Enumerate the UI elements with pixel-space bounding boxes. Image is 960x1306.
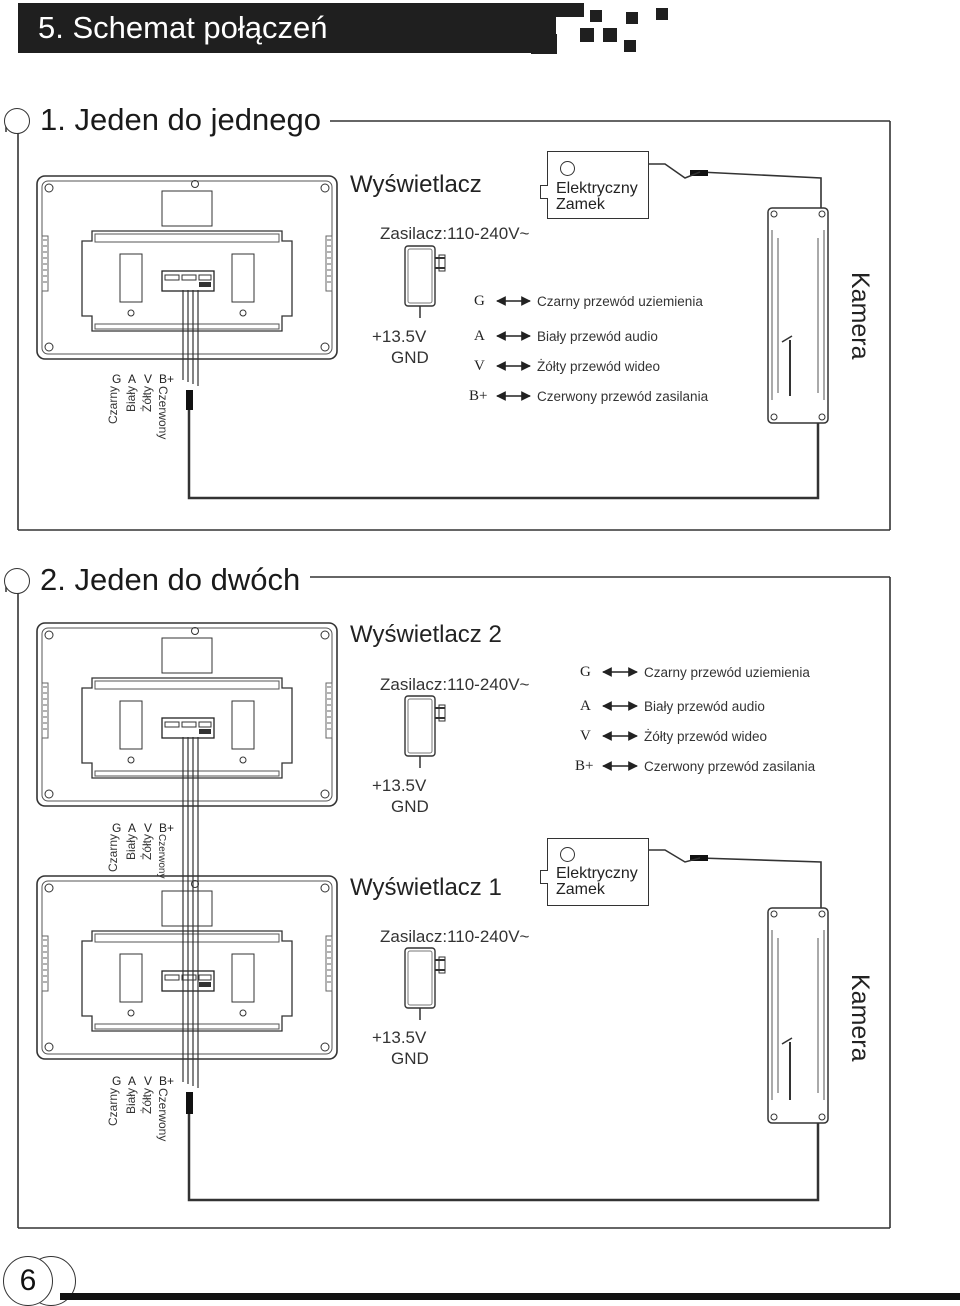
terminal-color-czarny: Czarny	[106, 386, 120, 425]
section-bullet	[4, 108, 30, 134]
terminal-a: A	[128, 821, 137, 835]
lock-label-line1: Elektryczny	[556, 865, 638, 882]
wire-code-a: A	[474, 328, 485, 344]
power-supply-label-2: Zasilacz:110-240V~	[380, 675, 530, 694]
terminal-bplus: B+	[159, 1074, 175, 1088]
section2-title: 2. Jeden do dwóch	[40, 562, 301, 597]
page-header: 5. Schemat połączeń	[18, 3, 556, 53]
gnd-label-1: GND	[391, 1049, 429, 1068]
terminal-g: G	[112, 372, 122, 386]
section1-title: 1. Jeden do jednego	[40, 102, 321, 137]
wire-desc-a: Biały przewód audio	[644, 699, 765, 714]
wire-code-g: G	[580, 664, 591, 680]
lock-circle-icon	[560, 161, 575, 176]
power-supply-label-1: Zasilacz:110-240V~	[380, 927, 530, 946]
terminal-color-zolty: Żółty	[140, 834, 154, 861]
header-title: 5. Schemat połączeń	[38, 10, 328, 45]
wire-code-v: V	[580, 728, 591, 744]
lock-tab	[540, 870, 548, 884]
display-label: Wyświetlacz	[350, 171, 482, 198]
wire-desc-a: Biały przewód audio	[537, 329, 658, 344]
terminal-a: A	[128, 1074, 137, 1088]
terminal-color-zolty: Żółty	[140, 386, 154, 413]
wire-desc-v: Żółty przewód wideo	[537, 359, 661, 374]
wire-code-bplus: B+	[575, 758, 594, 774]
camera-label-2: Kamera	[846, 974, 874, 1062]
page-number: 6	[3, 1256, 53, 1306]
electric-lock: Elektryczny Zamek	[547, 151, 649, 219]
terminal-color-bialy: Biały	[124, 386, 138, 413]
voltage-label-1: +13.5V	[372, 1028, 427, 1047]
wire-code-g: G	[474, 293, 485, 309]
terminal-color-czerwony: Czerwony	[156, 1088, 170, 1142]
wire-desc-bplus: Czerwony przewód zasilania	[644, 759, 816, 774]
terminal-color-bialy: Biały	[124, 834, 138, 861]
footer-rule	[60, 1293, 960, 1300]
section-bullet	[4, 568, 30, 594]
lock-tab	[540, 185, 548, 199]
terminal-color-bialy: Biały	[124, 1088, 138, 1115]
gnd-label-2: GND	[391, 797, 429, 816]
lock-label-line1: Elektryczny	[556, 180, 638, 197]
wire-desc-v: Żółty przewód wideo	[644, 729, 768, 744]
display2-label: Wyświetlacz 2	[350, 621, 502, 648]
voltage-label-2: +13.5V	[372, 776, 427, 795]
terminal-v: V	[144, 372, 153, 386]
terminal-bplus: B+	[159, 821, 175, 835]
gnd-label: GND	[391, 348, 429, 367]
terminal-v: V	[144, 1074, 153, 1088]
terminal-bplus: B+	[159, 372, 175, 386]
terminal-a: A	[128, 372, 137, 386]
terminal-color-czarny: Czarny	[106, 834, 120, 873]
camera-label: Kamera	[846, 272, 874, 360]
voltage-label: +13.5V	[372, 327, 427, 346]
terminal-color-zolty: Żółty	[140, 1088, 154, 1115]
lock-label-line2: Zamek	[556, 881, 605, 898]
terminal-g: G	[112, 1074, 122, 1088]
wire-desc-g: Czarny przewód uziemienia	[537, 294, 703, 309]
lock-circle-icon	[560, 847, 575, 862]
wire-desc-bplus: Czerwony przewód zasilania	[537, 389, 709, 404]
power-supply-label: Zasilacz:110-240V~	[380, 224, 530, 243]
terminal-g: G	[112, 821, 122, 835]
terminal-color-czerwony: Czerwony	[156, 386, 170, 440]
terminal-color-czarny: Czarny	[106, 1088, 120, 1127]
wire-code-a: A	[580, 698, 591, 714]
wire-desc-g: Czarny przewód uziemienia	[644, 665, 810, 680]
display1-label: Wyświetlacz 1	[350, 874, 502, 901]
electric-lock-2: Elektryczny Zamek	[547, 838, 649, 906]
terminal-color-czerwony: Czerwony	[156, 834, 167, 879]
wire-code-bplus: B+	[469, 388, 488, 404]
terminal-v: V	[144, 821, 153, 835]
lock-label-line2: Zamek	[556, 196, 605, 213]
wire-code-v: V	[474, 358, 485, 374]
